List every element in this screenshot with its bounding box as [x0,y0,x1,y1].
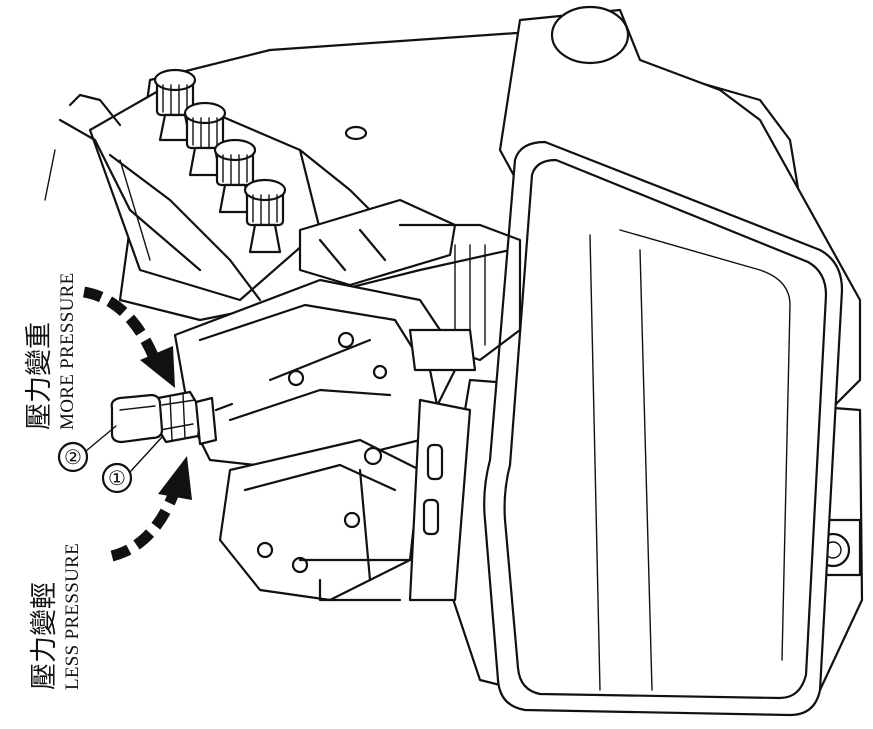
callout-1-number: ① [108,468,126,490]
callout-1: ① [101,435,164,494]
more-pressure-label-zh: 壓力變重 [24,322,55,430]
more-pressure-arrow [82,286,175,388]
less-pressure-arrow [110,456,192,562]
more-pressure-label-en: MORE PRESSURE [57,272,78,430]
less-pressure-label-zh: 壓力變輕 [29,582,60,690]
more-pressure-label: 壓力變重 MORE PRESSURE [24,272,78,430]
presser-pressure-screw [110,390,234,446]
tension-knob-4 [243,178,287,254]
adjust-screw [110,393,164,444]
handwheel-cap [550,5,630,65]
tension-knob-3 [213,138,257,214]
thread-guides [44,93,382,302]
callout-2-number: ② [64,447,82,469]
thread-tension-knobs [153,68,287,254]
tension-knob-1 [153,68,197,142]
less-pressure-label: 壓力變輕 LESS PRESSURE [29,543,83,690]
tension-knob-2 [183,101,227,177]
front-cover [483,140,844,717]
less-pressure-label-en: LESS PRESSURE [62,543,83,690]
callout-2: ② [57,425,117,473]
